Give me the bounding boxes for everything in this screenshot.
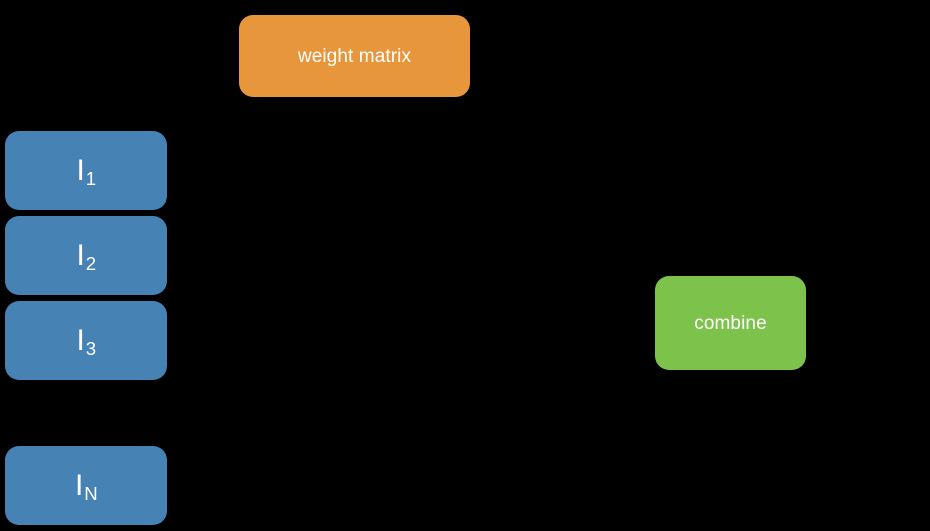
node-input-n-base: I xyxy=(75,468,84,502)
node-input-n-subscript: N xyxy=(84,483,98,505)
node-input-2[interactable]: I2 xyxy=(5,216,167,295)
node-weight-matrix[interactable]: weight matrix xyxy=(239,15,470,97)
node-input-2-label: I2 xyxy=(76,238,97,275)
node-input-3[interactable]: I3 xyxy=(5,301,167,380)
node-combine-label: combine xyxy=(694,312,767,334)
node-input-3-label: I3 xyxy=(76,323,97,360)
node-input-2-base: I xyxy=(76,238,85,272)
node-weight-matrix-label: weight matrix xyxy=(297,45,412,67)
node-combine[interactable]: combine xyxy=(655,276,806,370)
node-input-3-base: I xyxy=(76,323,85,357)
node-input-1-base: I xyxy=(76,153,85,187)
node-input-n-label: IN xyxy=(75,468,98,505)
node-input-1-subscript: 1 xyxy=(85,168,97,190)
node-input-n[interactable]: IN xyxy=(5,446,167,525)
node-input-3-subscript: 3 xyxy=(85,338,97,360)
node-input-1[interactable]: I1 xyxy=(5,131,167,210)
node-input-1-label: I1 xyxy=(76,153,97,190)
node-input-2-subscript: 2 xyxy=(85,253,97,275)
